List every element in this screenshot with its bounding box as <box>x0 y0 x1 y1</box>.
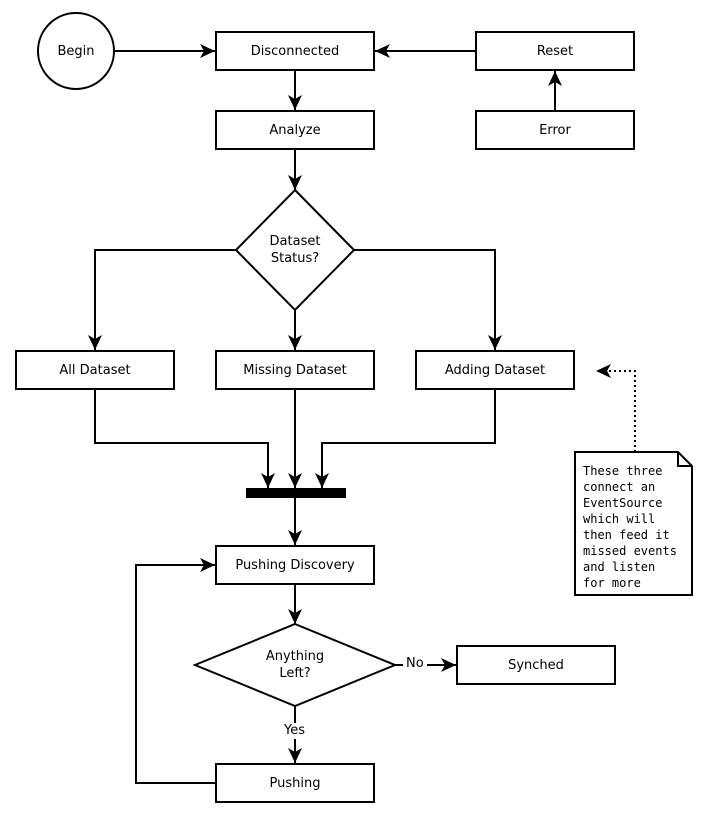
node-begin-label: Begin <box>57 43 95 59</box>
node-error: Error <box>475 110 635 150</box>
note-fold-corner <box>677 452 692 467</box>
edge-label-yes: Yes <box>281 723 308 739</box>
edge-dataset-status-to-all-dataset <box>88 249 236 350</box>
node-synched: Synched <box>456 645 616 685</box>
node-adding-dataset-label: Adding Dataset <box>444 362 546 378</box>
node-analyze: Analyze <box>215 110 375 150</box>
decision-anything-left-shape <box>192 622 398 708</box>
node-begin: Begin <box>37 12 115 90</box>
node-error-label: Error <box>539 122 571 138</box>
node-synched-label: Synched <box>508 657 564 673</box>
node-analyze-label: Analyze <box>269 122 321 138</box>
sync-bar <box>246 488 346 498</box>
decision-anything-left-label: Anything Left? <box>265 649 325 681</box>
node-pushing-discovery: Pushing Discovery <box>215 545 375 585</box>
node-all-dataset: All Dataset <box>15 350 175 390</box>
node-all-dataset-label: All Dataset <box>59 362 131 378</box>
edge-dataset-status-to-adding-dataset <box>354 249 502 350</box>
node-disconnected-label: Disconnected <box>250 43 340 59</box>
edge-note-to-adding-dataset <box>596 364 636 452</box>
node-pushing: Pushing <box>215 763 375 803</box>
node-disconnected: Disconnected <box>215 31 375 71</box>
node-adding-dataset: Adding Dataset <box>415 350 575 390</box>
node-pushing-label: Pushing <box>269 775 321 791</box>
node-missing-dataset-label: Missing Dataset <box>243 362 347 378</box>
node-pushing-discovery-label: Pushing Discovery <box>235 557 355 573</box>
node-reset-label: Reset <box>536 43 574 59</box>
note-text: These three connect an EventSource which… <box>583 464 677 590</box>
node-reset: Reset <box>475 31 635 71</box>
edge-label-no: No <box>403 656 427 672</box>
edge-pushing-to-pushing-discovery <box>135 558 215 784</box>
decision-dataset-status-shape <box>234 188 356 312</box>
note-shape <box>574 451 693 596</box>
edge-all-dataset-to-bar <box>94 390 275 488</box>
decision-dataset-status-label: Dataset Status? <box>269 234 321 266</box>
node-missing-dataset: Missing Dataset <box>215 350 375 390</box>
edge-adding-dataset-to-bar <box>315 390 496 488</box>
